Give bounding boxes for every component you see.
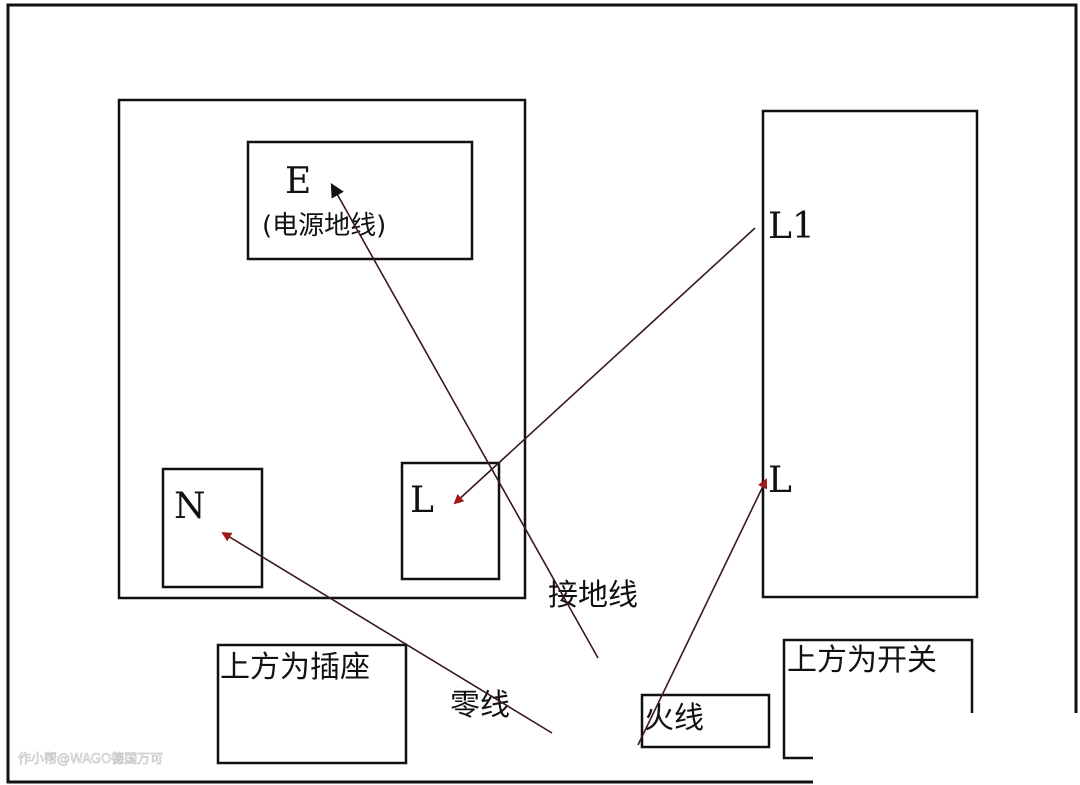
switch-l1-label: L1	[768, 206, 815, 247]
neutral-wire	[221, 531, 553, 734]
live-wire-caption-box	[640, 693, 771, 749]
switch-body	[761, 109, 979, 599]
switch-l-label: L	[768, 460, 792, 501]
live-label: L	[410, 480, 434, 521]
switch-caption: 上方为开关	[787, 643, 937, 678]
earth-terminal	[246, 140, 474, 261]
ground-wire-caption: 接地线	[548, 578, 638, 613]
socket-body	[117, 98, 527, 600]
corner-patch	[813, 713, 1080, 785]
neutral-terminal	[161, 467, 264, 589]
neutral-label: N	[174, 486, 206, 527]
socket-caption: 上方为插座	[220, 650, 370, 685]
live-wire	[637, 478, 768, 746]
outer-frame	[6, 3, 1078, 784]
l1-to-l-wire	[453, 227, 756, 505]
earth-desc: (电源地线)	[262, 211, 386, 241]
socket-caption-box	[216, 643, 408, 765]
neutral-wire-caption: 零线	[450, 688, 510, 723]
live-terminal	[400, 461, 501, 581]
earth-label: E	[285, 161, 311, 202]
ground-wire	[330, 182, 599, 659]
live-wire-caption: 火线	[644, 701, 704, 736]
watermark: 作小帮@WAGO德国万可	[18, 752, 163, 767]
